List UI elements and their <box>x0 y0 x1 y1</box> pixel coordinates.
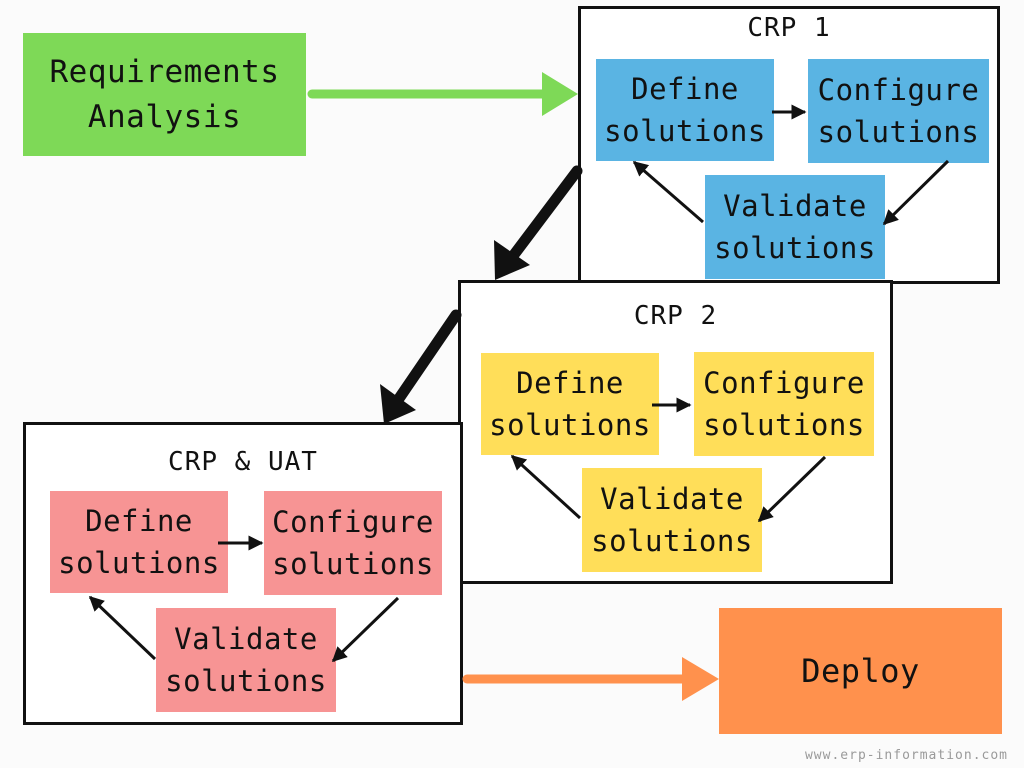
crp-uat-frame: CRP & UAT Define solutions Configure sol… <box>23 422 463 725</box>
crp1-frame: CRP 1 Define solutions Configure solutio… <box>578 6 1000 284</box>
crp1-to-crp2-arrow <box>494 165 583 280</box>
crp-uat-validate-line2: solutions <box>165 664 327 698</box>
crp2-validate-box: Validate solutions <box>582 468 762 572</box>
crp2-to-crp-uat-arrow <box>380 309 462 424</box>
watermark-url: www.erp-information.com <box>804 748 1008 763</box>
crp2-title: CRP 2 <box>633 301 718 331</box>
crp1-configure-line1: Configure <box>817 72 980 107</box>
crp-uat-define-box: Define solutions <box>50 491 228 593</box>
crp2-configure-box: Configure solutions <box>694 352 874 456</box>
crp2-configure-line2: solutions <box>703 408 865 442</box>
crp-uat-configure-box: Configure solutions <box>264 491 442 595</box>
requirements-analysis-box: Requirements Analysis <box>23 33 306 156</box>
crp2-configure-line1: Configure <box>703 365 865 400</box>
orange-arrow <box>462 657 719 701</box>
crp-uat-define-line1: Define <box>85 503 193 538</box>
crp1-configure-line2: solutions <box>817 115 980 149</box>
crp-uat-validate-box: Validate solutions <box>156 608 336 712</box>
crp2-validate-line2: solutions <box>591 524 753 558</box>
requirements-label-line1: Requirements <box>49 53 280 90</box>
crp1-define-line1: Define <box>631 71 739 106</box>
crp1-validate-line2: solutions <box>714 231 876 265</box>
green-arrow <box>307 72 578 116</box>
crp1-validate-line1: Validate <box>723 188 867 223</box>
crp-uat-validate-line1: Validate <box>174 621 318 656</box>
deploy-box: Deploy <box>719 608 1002 734</box>
requirements-label-line2: Analysis <box>87 98 242 135</box>
crp1-title: CRP 1 <box>747 13 831 43</box>
deploy-label: Deploy <box>801 651 920 690</box>
crp-uat-define-line2: solutions <box>58 546 220 580</box>
crp2-frame: CRP 2 Define solutions Configure solutio… <box>458 280 893 584</box>
crp-uat-title: CRP & UAT <box>168 447 318 477</box>
crp1-validate-box: Validate solutions <box>705 175 885 279</box>
crp-uat-configure-line2: solutions <box>272 547 434 581</box>
crp2-define-line2: solutions <box>489 408 651 442</box>
crp-uat-configure-line1: Configure <box>272 504 434 539</box>
crp1-configure-box: Configure solutions <box>808 59 989 163</box>
crp2-define-box: Define solutions <box>481 353 659 455</box>
crp2-define-line1: Define <box>516 365 624 400</box>
crp1-define-box: Define solutions <box>596 59 774 161</box>
crp2-validate-line1: Validate <box>600 481 744 516</box>
crp1-define-line2: solutions <box>604 114 766 148</box>
